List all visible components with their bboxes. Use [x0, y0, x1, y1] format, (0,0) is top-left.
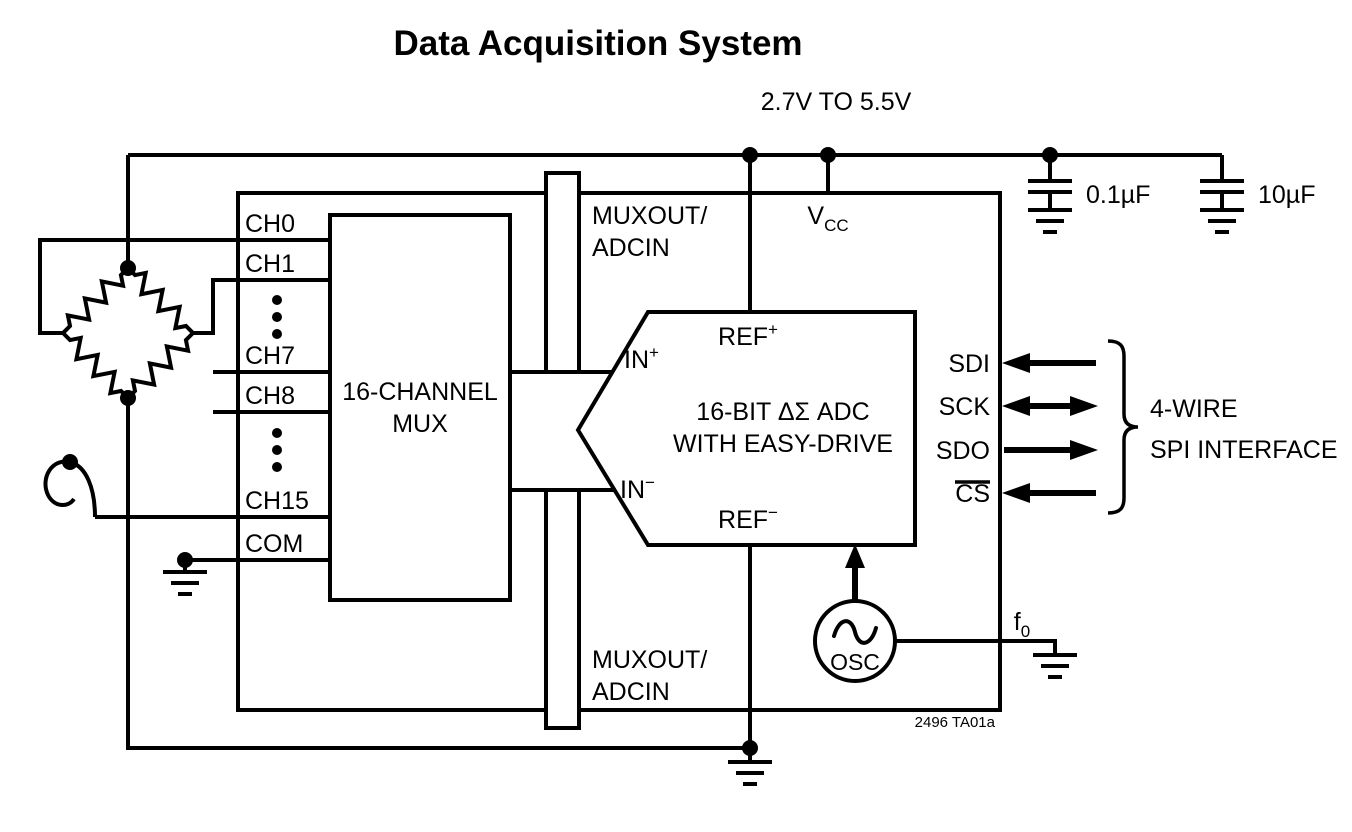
- spi-pin-label-sdo: SDO: [936, 437, 990, 465]
- mux-block: [328, 213, 512, 602]
- mux-label-line1: 16-CHANNEL: [342, 378, 498, 406]
- cap2-value-label: 10µF: [1258, 181, 1315, 209]
- ground-icon: [1198, 208, 1246, 234]
- spi-brace: [1107, 339, 1139, 515]
- pin-label-ch7: CH7: [245, 342, 295, 370]
- bridge-sensor: [57, 262, 200, 405]
- ref-minus-pin-label: REF−: [718, 503, 778, 534]
- ref-minus-sup: −: [768, 503, 778, 522]
- junction-dot: [120, 390, 136, 406]
- muxout-adcin-bus-bottom: [544, 488, 581, 730]
- in-minus-pin-label: IN−: [620, 473, 655, 504]
- in-plus-text: IN: [624, 346, 649, 374]
- part-number-note: 2496 TA01a: [915, 714, 996, 731]
- wire-ch0: [38, 238, 330, 335]
- sck-arrow: [1002, 396, 1098, 416]
- spi-pin-label-sdi: SDI: [948, 350, 990, 378]
- ground-icon: [161, 570, 209, 596]
- in-plus-pin-label: IN+: [624, 343, 659, 374]
- pin-label-ch1: CH1: [245, 250, 295, 278]
- osc-label: OSC: [830, 649, 880, 675]
- osc-to-adc-arrow: [845, 544, 865, 601]
- vcc-pin-label: VCC: [807, 202, 848, 235]
- oscillator: OSC f0: [813, 544, 1030, 683]
- ground-icon: [726, 760, 774, 786]
- ref-minus-text: REF: [718, 506, 768, 534]
- sdo-arrow: [1004, 440, 1098, 460]
- mux-label-line2: MUX: [392, 410, 448, 438]
- muxout-bottom-label-line1: MUXOUT/: [592, 646, 707, 674]
- junction-dot: [820, 147, 836, 163]
- ground-symbols: [161, 208, 1246, 786]
- pin-label-ch15: CH15: [245, 487, 309, 515]
- adc-desc-line2: WITH EASY-DRIVE: [673, 430, 893, 458]
- wires: [38, 153, 1224, 762]
- sdi-arrow: [1002, 353, 1096, 373]
- pin-label-com: COM: [245, 530, 303, 558]
- junction-dot: [1042, 147, 1058, 163]
- adc-desc-line1: 16-BIT ΔΣ ADC: [696, 398, 869, 426]
- in-plus-sup: +: [649, 343, 659, 362]
- junction-dot: [62, 454, 78, 470]
- junction-dots: [62, 147, 1058, 756]
- in-minus-sup: −: [645, 473, 655, 492]
- muxout-adcin-bus-top: [544, 171, 581, 374]
- page-title: Data Acquisition System: [393, 24, 802, 63]
- vcc-sub: CC: [824, 216, 849, 235]
- loop-sensor: [43, 459, 97, 518]
- ref-plus-sup: +: [768, 320, 778, 339]
- chip-outline: [236, 191, 1002, 712]
- ground-icon: [1031, 653, 1079, 679]
- muxout-bottom-label-line2: ADCIN: [592, 678, 670, 706]
- junction-dot: [742, 740, 758, 756]
- spi-interface-label-line1: 4-WIRE: [1150, 395, 1238, 423]
- channel-pin-labels: CH0 CH1 CH7 CH8 CH15 COM: [245, 210, 309, 558]
- decoupling-capacitors: 0.1µF 10µF: [1028, 179, 1315, 209]
- junction-dot: [120, 260, 136, 276]
- ground-icon: [1026, 208, 1074, 234]
- pin-label-ch0: CH0: [245, 210, 295, 238]
- in-minus-text: IN: [620, 476, 645, 504]
- cap1-value-label: 0.1µF: [1086, 181, 1150, 209]
- junction-dot: [177, 552, 193, 568]
- f0-text: f: [1014, 608, 1021, 636]
- capacitor-icon: [1200, 179, 1244, 194]
- adc-block: [575, 310, 917, 547]
- junction-dot: [742, 147, 758, 163]
- spi-pins: SDI SCK SDO CS 4-WIRE SPI INTERFACE: [936, 339, 1338, 515]
- capacitor-icon: [1028, 179, 1072, 194]
- f0-sub: 0: [1021, 622, 1030, 641]
- cs-arrow: [1002, 483, 1096, 503]
- pin-label-ch8: CH8: [245, 382, 295, 410]
- spi-pin-label-sck: SCK: [939, 393, 991, 421]
- muxout-top-label-line2: ADCIN: [592, 234, 670, 262]
- bottom-ground-rail: [126, 398, 750, 750]
- supply-voltage-label: 2.7V TO 5.5V: [761, 88, 912, 116]
- wire-ch1: [193, 278, 330, 335]
- ellipsis-dots: [272, 295, 282, 472]
- spi-pin-label-cs: CS: [955, 480, 990, 508]
- wire-f0: [895, 639, 1057, 655]
- ref-plus-text: REF: [718, 323, 768, 351]
- spi-interface-label-line2: SPI INTERFACE: [1150, 436, 1338, 464]
- f0-pin-label: f0: [1014, 608, 1030, 641]
- muxout-top-label-line1: MUXOUT/: [592, 202, 707, 230]
- sine-wave-icon: [832, 619, 878, 645]
- vcc-text: V: [807, 202, 824, 230]
- ref-plus-pin-label: REF+: [718, 320, 778, 351]
